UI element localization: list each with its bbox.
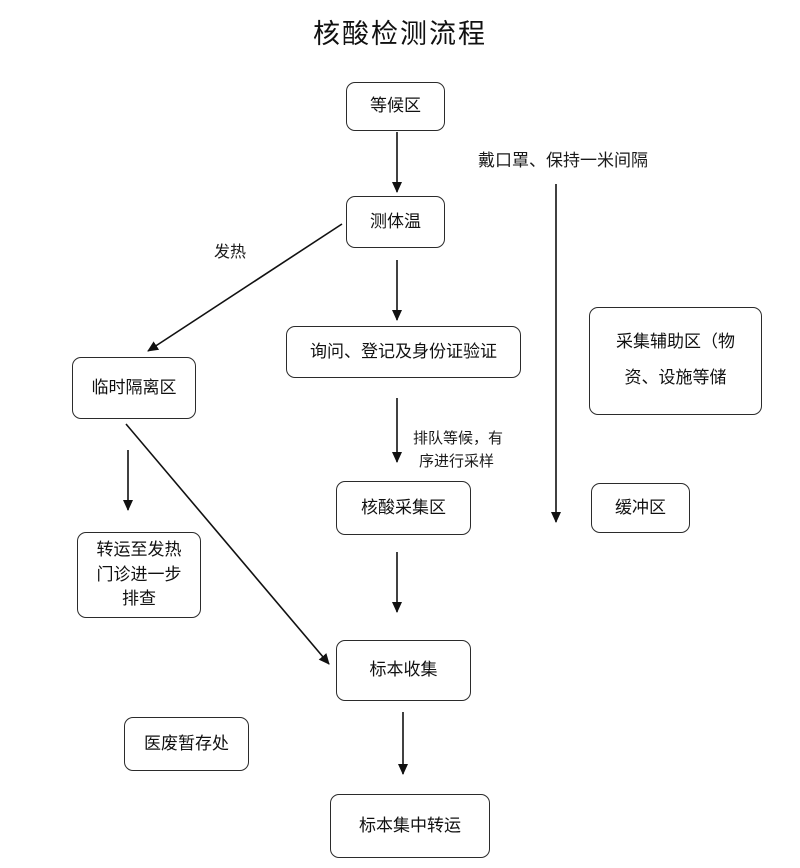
specimen-collection-node: 标本收集 (336, 640, 471, 701)
transfer-fever-clinic-node: 转运至发热 门诊进一步 排查 (77, 532, 201, 618)
queue-label: 排队等候，有 序进行采样 (413, 427, 503, 474)
buffer-zone-node: 缓冲区 (591, 483, 690, 533)
queue-line-1: 排队等候，有 (413, 429, 504, 447)
inquiry-registration-node: 询问、登记及身份证验证 (286, 326, 521, 378)
mask-distance-label: 戴口罩、保持一米间隔 (478, 151, 648, 171)
arrow-temperature-to-isolation (147, 223, 343, 352)
transfer-line-3: 排查 (122, 589, 156, 610)
medical-waste-node: 医废暂存处 (124, 717, 249, 771)
specimen-central-transfer-node: 标本集中转运 (330, 794, 490, 858)
transfer-line-2: 门诊进一步 (96, 564, 182, 585)
fever-label: 发热 (214, 242, 247, 261)
arrow-isolation-to-collection (125, 423, 330, 665)
aux-line-1: 采集辅助区（物 (616, 332, 735, 353)
nucleic-sampling-node: 核酸采集区 (336, 481, 471, 535)
page-title: 核酸检测流程 (313, 19, 487, 50)
transfer-line-1: 转运至发热 (96, 540, 182, 561)
queue-line-2: 序进行采样 (419, 452, 495, 471)
waiting-area-node: 等候区 (346, 82, 445, 131)
temporary-isolation-node: 临时隔离区 (72, 357, 196, 419)
sampling-auxiliary-node: 采集辅助区（物 资、设施等储 (589, 307, 762, 415)
temperature-check-node: 测体温 (346, 196, 445, 248)
aux-line-2: 资、设施等储 (624, 368, 727, 388)
